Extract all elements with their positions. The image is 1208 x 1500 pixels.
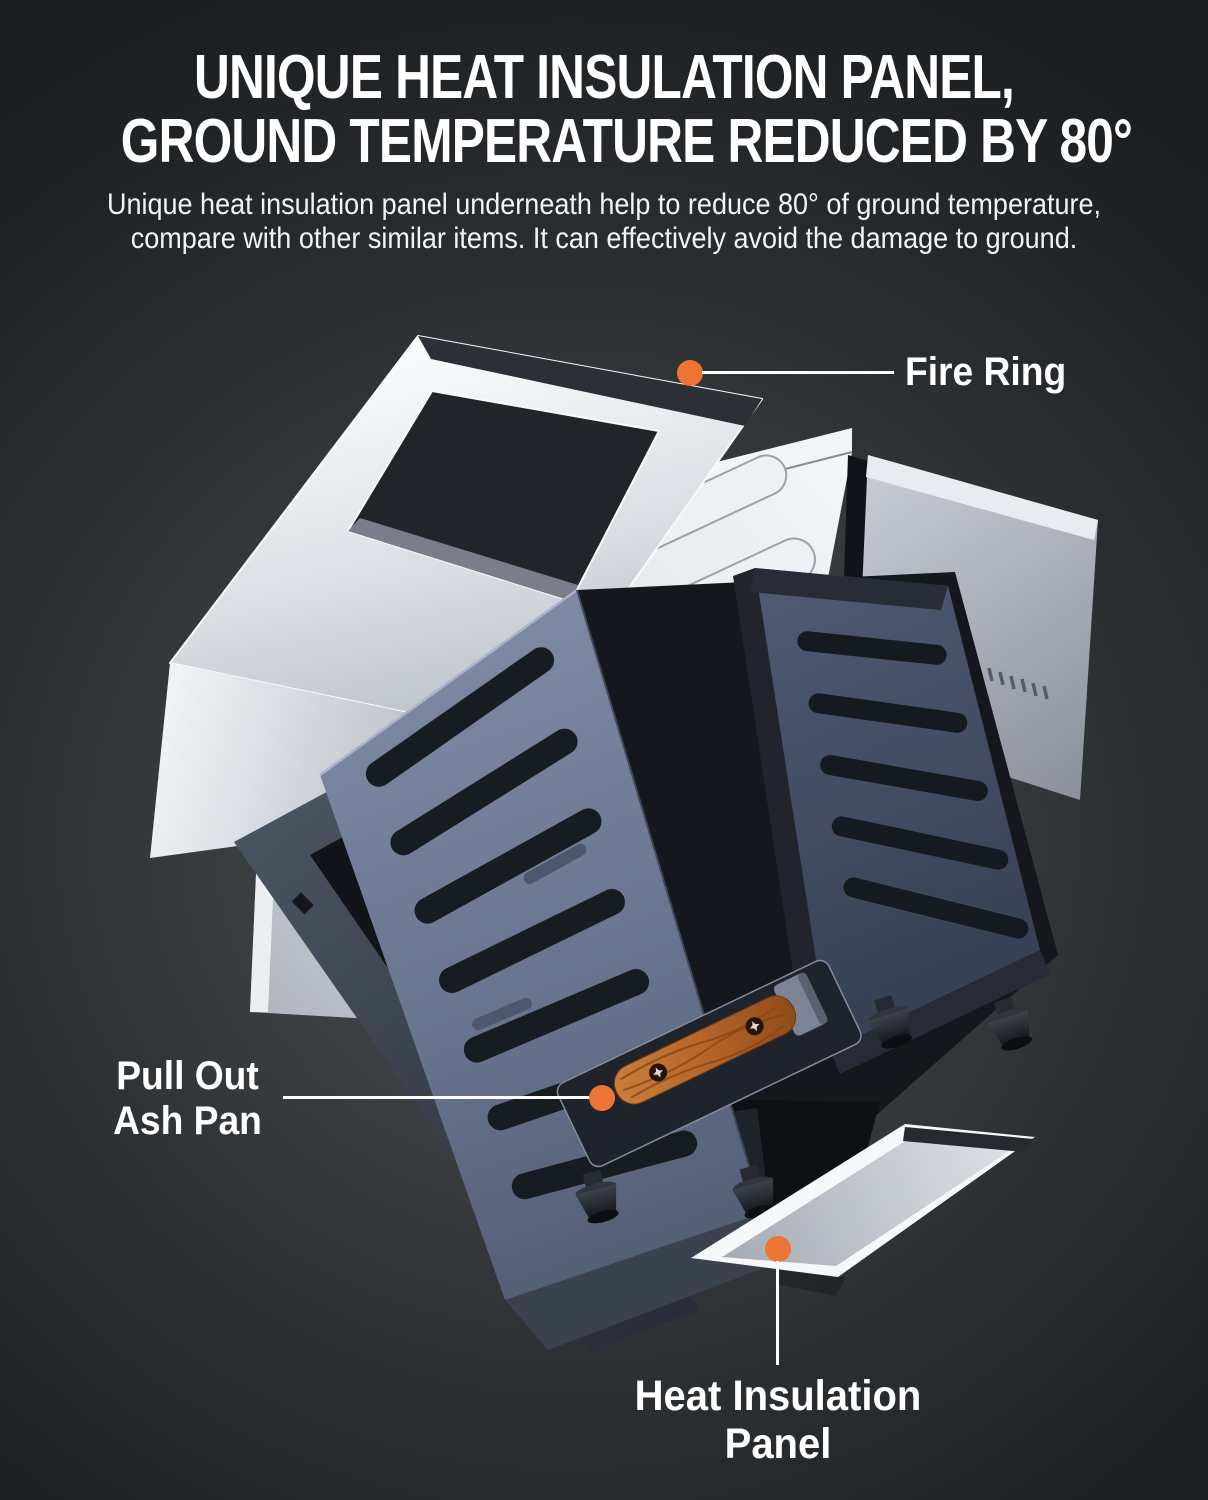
ash-pan-handle-bracket bbox=[773, 972, 828, 1036]
page-subtitle: Unique heat insulation panel underneath … bbox=[60, 188, 1147, 256]
page-title: UNIQUE HEAT INSULATION PANEL, GROUND TEM… bbox=[120, 43, 1133, 176]
side-panel-slots bbox=[797, 631, 1029, 939]
page-subtitle-line2: compare with other similar items. It can… bbox=[130, 222, 1078, 255]
page-title-line2: GROUND TEMPERATURE REDUCED BY 80° bbox=[120, 107, 1133, 176]
page-title-line1: UNIQUE HEAT INSULATION PANEL, bbox=[194, 43, 1015, 112]
callout-label-fire-ring: Fire Ring bbox=[905, 350, 1066, 395]
callout-dot-icon bbox=[589, 1085, 615, 1111]
callout-label-text: Panel bbox=[724, 1420, 832, 1468]
ash-pan bbox=[556, 959, 862, 1168]
callout-label-text: Fire Ring bbox=[905, 350, 1067, 394]
callout-label-ash-pan: Pull Out Ash Pan bbox=[101, 1054, 273, 1144]
callout-dot-icon bbox=[765, 1236, 791, 1262]
callout-label-heat-panel: Heat Insulation Panel bbox=[569, 1372, 988, 1468]
callout-label-text: Pull Out bbox=[116, 1054, 259, 1098]
page-subtitle-line1: Unique heat insulation panel underneath … bbox=[106, 188, 1101, 221]
callout-line bbox=[283, 1096, 590, 1099]
callout-line bbox=[776, 1261, 779, 1365]
callout-dot-icon bbox=[677, 360, 703, 386]
front-panel-slots bbox=[365, 647, 698, 1200]
ash-pan-handle bbox=[613, 995, 797, 1105]
callout-line bbox=[702, 371, 894, 374]
callout-label-text: Ash Pan bbox=[113, 1099, 262, 1143]
callout-label-text: Heat Insulation bbox=[634, 1372, 922, 1420]
